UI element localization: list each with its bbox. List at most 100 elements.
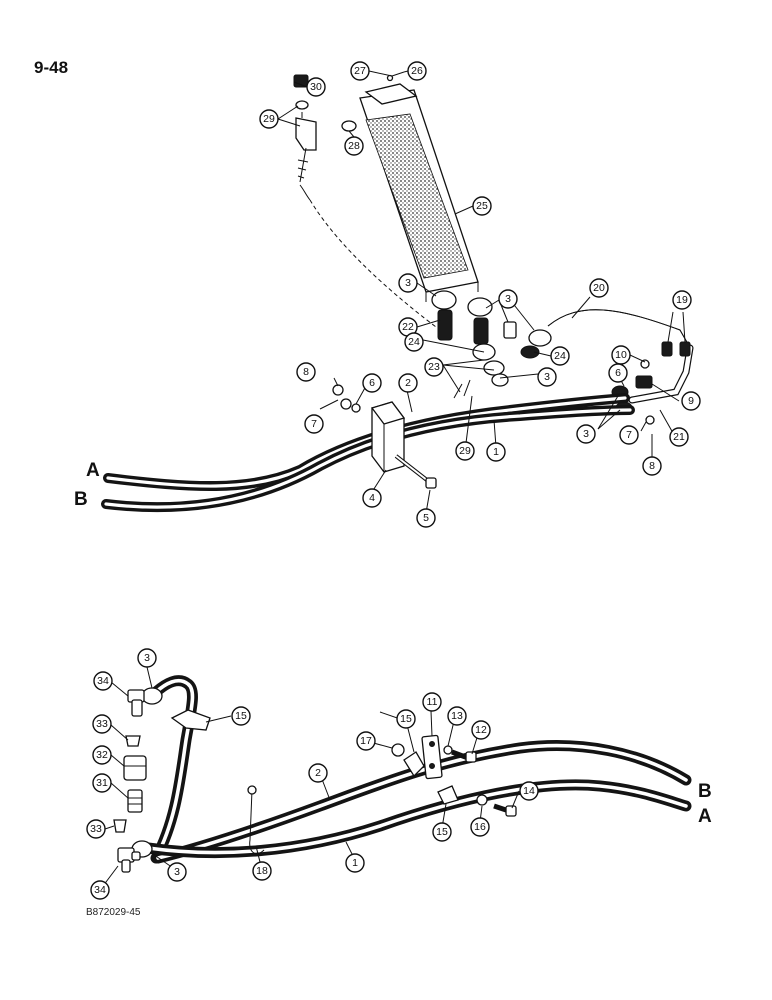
svg-text:25: 25	[476, 200, 488, 212]
svg-text:1: 1	[352, 857, 358, 869]
callout-12: 12	[471, 720, 491, 740]
svg-text:19: 19	[676, 294, 688, 306]
hose-clamp-block	[370, 401, 406, 473]
svg-text:3: 3	[544, 371, 550, 383]
callout-20: 20	[589, 278, 609, 298]
callout-18: 18	[252, 861, 272, 881]
callout-3-a: 3	[398, 273, 418, 293]
svg-text:8: 8	[649, 460, 655, 472]
callout-7-a: 7	[304, 414, 324, 434]
callout-1-lower: 1	[345, 853, 365, 873]
callout-24-b: 24	[550, 346, 570, 366]
svg-text:33: 33	[96, 718, 108, 730]
callout-33-top: 33	[92, 714, 112, 734]
callout-24-a: 24	[404, 332, 424, 352]
svg-text:30: 30	[310, 81, 322, 93]
upper-assembly: A B	[74, 70, 694, 514]
svg-text:15: 15	[400, 713, 412, 725]
callout-27: 27	[350, 61, 370, 81]
hose-end-b-label: B	[74, 489, 88, 510]
svg-text:15: 15	[436, 826, 448, 838]
callout-8-a: 8	[296, 362, 316, 382]
oil-cooler	[359, 83, 479, 302]
svg-text:10: 10	[615, 349, 627, 361]
svg-text:16: 16	[474, 821, 486, 833]
callout-2-upper: 2	[398, 373, 418, 393]
elbow-fitting-bottom	[117, 847, 141, 873]
svg-text:28: 28	[348, 140, 360, 152]
svg-text:7: 7	[311, 418, 317, 430]
callout-14: 14	[519, 781, 539, 801]
svg-text:23: 23	[428, 361, 440, 373]
svg-text:6: 6	[615, 367, 621, 379]
callout-11: 11	[422, 692, 442, 712]
callout-6-b: 6	[362, 373, 382, 393]
svg-text:29: 29	[459, 445, 471, 457]
svg-text:2: 2	[315, 767, 321, 779]
callout-9: 9	[681, 391, 701, 411]
svg-text:29: 29	[263, 113, 275, 125]
callout-16: 16	[470, 817, 490, 837]
callout-6-a: 6	[608, 363, 628, 383]
page-number: 9-48	[34, 58, 69, 77]
callout-29-bottom: 29	[455, 441, 475, 461]
callout-4: 4	[362, 488, 382, 508]
callout-10: 10	[611, 345, 631, 365]
upper-callouts: 30 27 26 29 28 25 3 20 19 3 22 24 24 10 …	[259, 61, 701, 528]
callout-1-upper: 1	[486, 442, 506, 462]
svg-text:15: 15	[235, 710, 247, 722]
callout-7-b: 7	[619, 425, 639, 445]
callout-13: 13	[447, 706, 467, 726]
upper-leader-lines	[277, 70, 686, 514]
svg-text:21: 21	[673, 431, 685, 443]
callout-17: 17	[356, 731, 376, 751]
callout-8-b: 8	[642, 456, 662, 476]
figure-code: B872029-45	[86, 907, 141, 918]
svg-text:34: 34	[97, 675, 109, 687]
cooler-fittings	[431, 290, 552, 399]
svg-text:31: 31	[96, 777, 108, 789]
callout-21: 21	[669, 427, 689, 447]
svg-text:24: 24	[408, 336, 420, 348]
callout-3-c: 3	[537, 367, 557, 387]
svg-text:12: 12	[475, 724, 487, 736]
svg-text:32: 32	[96, 749, 108, 761]
svg-text:5: 5	[423, 512, 429, 524]
svg-text:7: 7	[626, 429, 632, 441]
callout-3-d: 3	[576, 424, 596, 444]
callout-31: 31	[92, 773, 112, 793]
callout-5: 5	[416, 508, 436, 528]
svg-text:8: 8	[303, 366, 309, 378]
callout-19: 19	[672, 290, 692, 310]
callout-3-top: 3	[137, 648, 157, 668]
svg-text:3: 3	[174, 866, 180, 878]
mounting-bracket	[293, 74, 317, 183]
callout-28: 28	[344, 136, 364, 156]
svg-text:17: 17	[360, 735, 372, 747]
lower-callouts: 3 34 15 33 11 15 13 17 12 32 2 31 14 33 …	[86, 648, 539, 900]
hose-end-a-label: A	[86, 460, 100, 481]
lower-hose-end-b-label: B	[698, 781, 712, 802]
svg-text:26: 26	[411, 65, 423, 77]
callout-29-top: 29	[259, 109, 279, 129]
callout-25: 25	[472, 196, 492, 216]
svg-text:3: 3	[583, 428, 589, 440]
callout-34-top: 34	[93, 671, 113, 691]
callout-15-c: 15	[432, 822, 452, 842]
svg-text:9: 9	[688, 395, 694, 407]
svg-text:1: 1	[493, 446, 499, 458]
svg-text:3: 3	[405, 277, 411, 289]
elbow-fitting-top	[127, 689, 145, 717]
callout-34-bottom: 34	[90, 880, 110, 900]
callout-15-b: 15	[396, 709, 416, 729]
svg-text:11: 11	[427, 696, 438, 708]
callout-3-bottom: 3	[167, 862, 187, 882]
callout-2-lower: 2	[308, 763, 328, 783]
svg-text:20: 20	[593, 282, 605, 294]
svg-text:3: 3	[144, 652, 150, 664]
svg-text:24: 24	[554, 350, 566, 362]
svg-text:4: 4	[369, 492, 375, 504]
svg-text:14: 14	[523, 785, 535, 797]
lower-hose-end-a-label: A	[698, 806, 712, 827]
